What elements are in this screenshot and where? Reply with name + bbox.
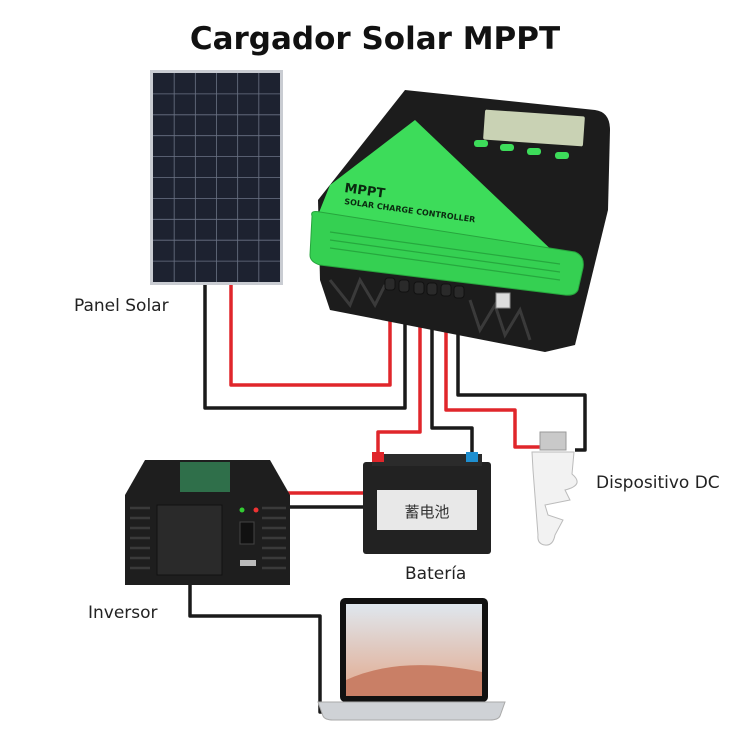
controller-brand: MPPT — [343, 181, 386, 202]
panel-positive-wire — [229, 285, 392, 387]
laptop — [317, 598, 506, 721]
mppt-controller: MPPT SOLAR CHARGE CONTROLLER — [309, 90, 610, 352]
battery-negative-terminal — [466, 452, 478, 462]
inverter — [125, 460, 290, 585]
solar-panel — [150, 70, 283, 285]
battery-label: Batería — [405, 564, 466, 584]
lcd-display — [483, 109, 585, 147]
inverter-usb-port — [240, 560, 256, 566]
controller-button-down[interactable] — [527, 148, 541, 155]
controller-buttons — [474, 140, 569, 159]
load-negative-wire — [456, 290, 587, 452]
battery-positive-terminal — [372, 452, 384, 462]
load-positive-wire — [444, 290, 540, 449]
battery-positive-wire — [376, 290, 422, 458]
controller-button-up[interactable] — [500, 144, 514, 151]
battery: 蓄电池 — [363, 452, 491, 554]
panel-negative-wire — [203, 285, 407, 410]
ac-output-wire — [188, 585, 340, 714]
diagram-title: Cargador Solar MPPT — [190, 21, 560, 57]
dc-device-label: Dispositivo DC — [596, 473, 720, 493]
power-switch[interactable] — [239, 521, 255, 545]
battery-negative-wire — [430, 290, 474, 458]
battery-print: 蓄电池 — [404, 503, 449, 521]
controller-button-set[interactable] — [555, 152, 569, 159]
inverter-label: Inversor — [88, 603, 158, 623]
dc-bulb — [531, 431, 578, 546]
solar-panel-label: Panel Solar — [74, 296, 169, 316]
controller-button-esc[interactable] — [474, 140, 488, 147]
usb-port — [495, 292, 511, 309]
